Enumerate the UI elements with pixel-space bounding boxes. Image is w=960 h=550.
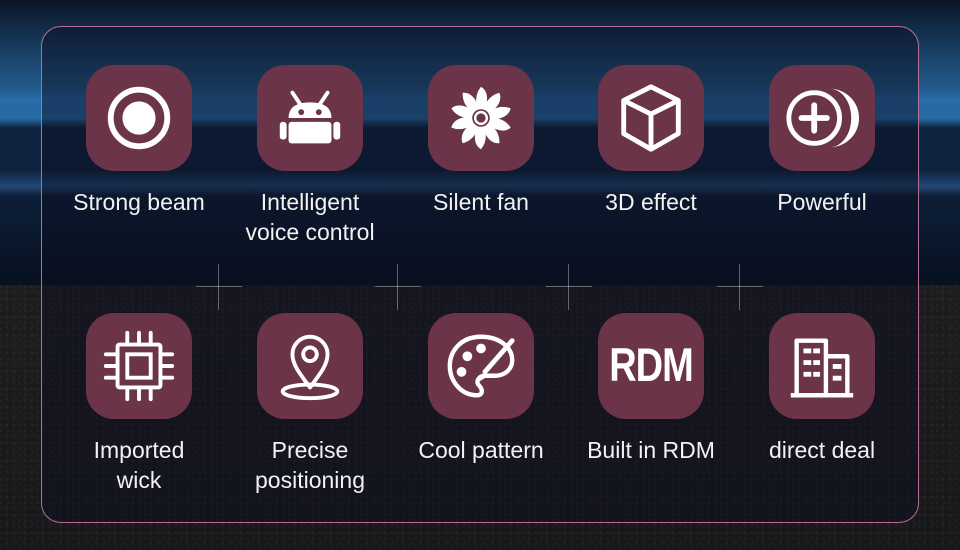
paint-palette-icon — [428, 313, 534, 419]
location-pin-icon — [257, 313, 363, 419]
feature-imported-wick: Imported wick — [54, 313, 224, 495]
power-plus-icon — [769, 65, 875, 171]
feature-label: 3D effect — [605, 189, 697, 215]
separator-cross — [196, 264, 242, 310]
feature-direct-deal: direct deal — [737, 313, 907, 465]
separator-cross — [546, 264, 592, 310]
feature-label: Imported wick — [93, 437, 185, 493]
android-robot-icon — [257, 65, 363, 171]
rdm-icon: RDM — [598, 313, 704, 419]
feature-label: direct deal — [768, 437, 876, 463]
separator-cross — [717, 264, 763, 310]
feature-label: Silent fan — [433, 189, 529, 215]
feature-cool-pattern: Cool pattern — [396, 313, 566, 465]
feature-powerful: Powerful — [737, 65, 907, 217]
feature-label: Built in RDM — [587, 437, 715, 463]
feature-precise-positioning: Precise positioning — [225, 313, 395, 495]
cube-3d-icon — [598, 65, 704, 171]
feature-label: Cool pattern — [418, 437, 544, 463]
feature-voice-control: Intelligent voice control — [225, 65, 395, 247]
feature-label: Powerful — [777, 189, 867, 215]
feature-3d-effect: 3D effect — [566, 65, 736, 217]
feature-label: Strong beam — [73, 189, 205, 215]
feature-silent-fan: Silent fan — [396, 65, 566, 217]
feature-label: Intelligent voice control — [245, 189, 375, 245]
rdm-icon-text: RDM — [609, 339, 694, 392]
separator-cross — [375, 264, 421, 310]
chip-icon — [86, 313, 192, 419]
feature-strong-beam: Strong beam — [54, 65, 224, 217]
beam-circle-icon — [86, 65, 192, 171]
feature-label: Precise positioning — [255, 437, 365, 493]
fan-icon — [428, 65, 534, 171]
feature-built-in-rdm: RDM Built in RDM — [566, 313, 736, 465]
building-icon — [769, 313, 875, 419]
